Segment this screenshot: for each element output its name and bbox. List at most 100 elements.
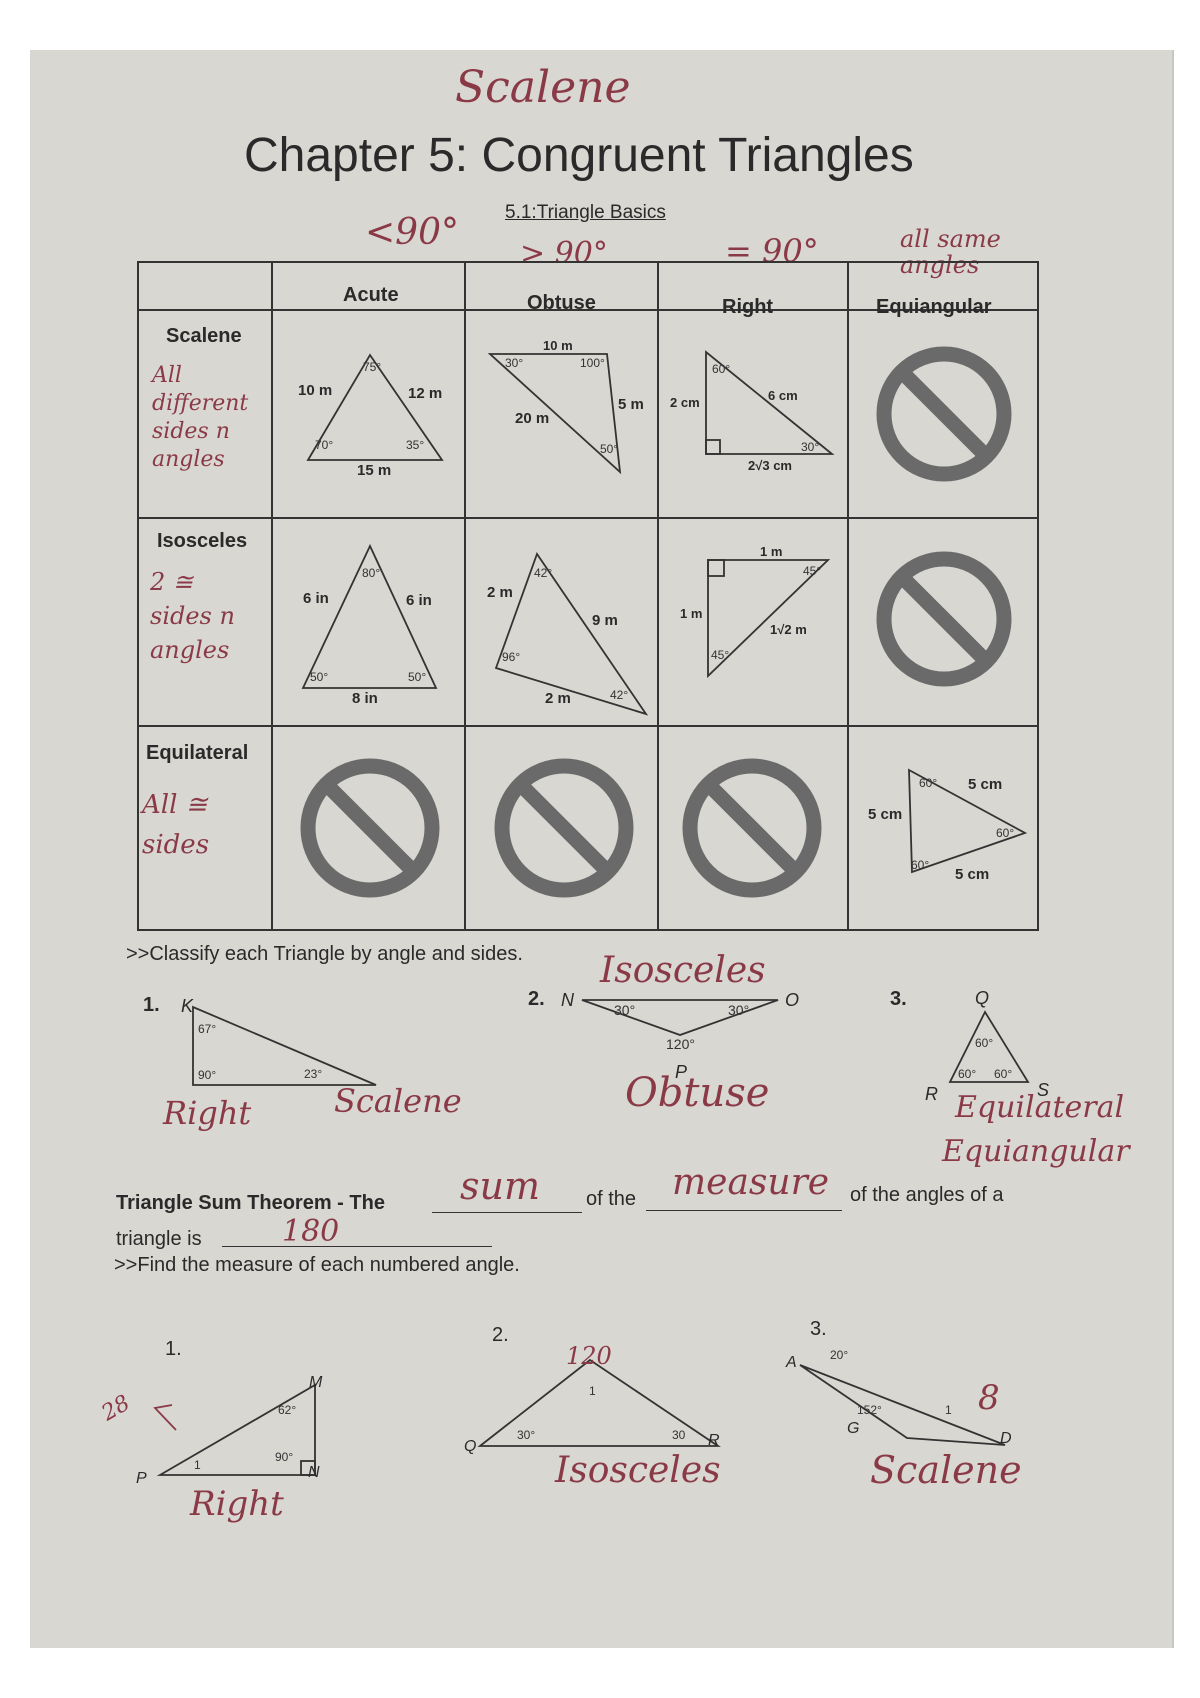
theorem-text-part3: of the angles of a	[850, 1184, 1004, 1206]
angle-label: 90°	[198, 1068, 217, 1082]
angle-label: 62°	[278, 1403, 297, 1417]
isosceles-annotation: 2 ≅ sides n angles	[150, 568, 235, 664]
side-label: 2 m	[487, 584, 513, 601]
side-label: 1 m	[760, 544, 783, 559]
angle-label: 23°	[304, 1067, 323, 1081]
page-subtitle: 5.1:Triangle Basics	[505, 202, 666, 223]
theorem-text-part1: Triangle Sum Theorem - The	[116, 1192, 385, 1214]
angle-label: 60°	[958, 1067, 977, 1081]
vertex-label: A	[786, 1354, 797, 1371]
side-label: 6 in	[303, 590, 329, 607]
equilateral-annotation: All ≅ sides	[142, 790, 210, 860]
handwritten-answer: Equiangular	[942, 1134, 1130, 1169]
angle-label: 50°	[600, 442, 619, 456]
handwritten-answer: 8	[978, 1378, 1000, 1418]
angle-label: 30°	[728, 1002, 750, 1018]
find-num-3: 3.	[810, 1318, 827, 1340]
angle-mark: 1	[194, 1458, 201, 1472]
equilateral-equiangular-triangle	[908, 768, 1028, 874]
vertex-label: O	[785, 990, 800, 1010]
theorem-blank-1	[432, 1212, 582, 1213]
row-header-scalene: Scalene	[166, 325, 242, 347]
not-possible-icon	[682, 758, 822, 898]
handwritten-answer: Equilateral	[955, 1090, 1125, 1125]
side-label: 10 m	[298, 382, 333, 399]
scalene-acute-triangle	[306, 353, 444, 461]
angle-label: 60°	[911, 858, 930, 872]
classify-triangles	[192, 999, 1030, 1086]
handwritten-answer: Isosceles	[600, 950, 766, 991]
handwritten-answer: measure	[672, 1162, 830, 1203]
vertex-label: Q	[464, 1438, 477, 1455]
angle-label: 60°	[996, 826, 1015, 840]
row-header-isosceles: Isosceles	[157, 530, 248, 552]
side-label: 12 m	[408, 385, 443, 402]
col-header-equiangular: Equiangular	[876, 296, 992, 318]
side-label: 1√2 m	[770, 622, 807, 637]
not-possible-icon	[876, 551, 1012, 687]
acute-annotation: <90°	[365, 212, 459, 253]
theorem-text-part4: triangle is	[116, 1228, 202, 1250]
handwritten-answer: 180	[282, 1214, 340, 1249]
side-label: 15 m	[357, 462, 392, 479]
handwritten-answer: 120	[566, 1342, 612, 1370]
vertex-label: R	[708, 1432, 720, 1449]
page-title: Chapter 5: Congruent Triangles	[244, 129, 914, 182]
side-label: 6 cm	[768, 388, 798, 403]
scalene-right-triangle	[705, 350, 835, 455]
side-label: 5 cm	[868, 806, 903, 823]
angle-label: 60°	[712, 362, 731, 376]
col-header-right: Right	[722, 296, 774, 318]
prohibition-icons	[300, 346, 1012, 898]
angle-label: 90°	[275, 1450, 294, 1464]
angle-label: 45°	[711, 648, 730, 662]
classify-num-3: 3.	[890, 988, 907, 1010]
angle-label: 60°	[919, 776, 938, 790]
angle-label: 50°	[408, 670, 427, 684]
find-num-2: 2.	[492, 1324, 509, 1346]
side-label: 5 cm	[968, 776, 1003, 793]
worksheet-page	[30, 50, 1174, 1648]
vertex-label: R	[925, 1084, 938, 1104]
angle-label: 45°	[803, 564, 822, 578]
vertex-label: P	[136, 1470, 147, 1487]
row-header-equilateral: Equilateral	[146, 742, 249, 764]
angle-label: 60°	[994, 1067, 1013, 1081]
angle-mark: 1	[945, 1403, 952, 1417]
find-instruction: >>Find the measure of each numbered angl…	[114, 1254, 520, 1276]
scalene-obtuse-triangle	[487, 353, 622, 475]
side-label: 2√3 cm	[748, 458, 792, 473]
vertex-label: D	[1000, 1430, 1012, 1447]
side-label: 6 in	[406, 592, 432, 609]
angle-label: 60°	[975, 1036, 994, 1050]
side-label: 10 m	[543, 338, 573, 353]
side-label: 1 m	[680, 606, 703, 621]
side-label: 8 in	[352, 690, 378, 707]
col-header-obtuse: Obtuse	[527, 292, 596, 314]
handwritten-answer: sum	[460, 1164, 541, 1208]
find-num-1: 1.	[165, 1338, 182, 1360]
angle-label: 120°	[666, 1036, 695, 1052]
theorem-text-part2: of the	[586, 1188, 637, 1210]
scalene-annotation: All different sides n angles	[152, 363, 249, 472]
table-triangles	[300, 346, 1028, 898]
isosceles-obtuse-triangle	[494, 552, 649, 716]
title-annotation: Scalene	[455, 62, 631, 113]
vertex-label: N	[561, 990, 574, 1010]
angle-label: 30°	[505, 356, 524, 370]
angle-label: 100°	[580, 356, 605, 370]
handwritten-answer: Obtuse	[625, 1070, 770, 1116]
side-label: 2 m	[545, 690, 571, 707]
vertex-label: K	[181, 996, 194, 1016]
col-header-acute: Acute	[343, 284, 399, 306]
angle-label: 50°	[310, 670, 329, 684]
angle-label: 42°	[534, 566, 553, 580]
side-label: 20 m	[515, 410, 550, 427]
handwritten-answer: Right	[190, 1484, 284, 1524]
angle-label: 96°	[502, 650, 521, 664]
side-label: 9 m	[592, 612, 618, 629]
equiangular-annotation: all same angles	[900, 225, 1001, 279]
vertex-label: Q	[975, 988, 990, 1008]
handwritten-answer: Isosceles	[555, 1450, 721, 1491]
